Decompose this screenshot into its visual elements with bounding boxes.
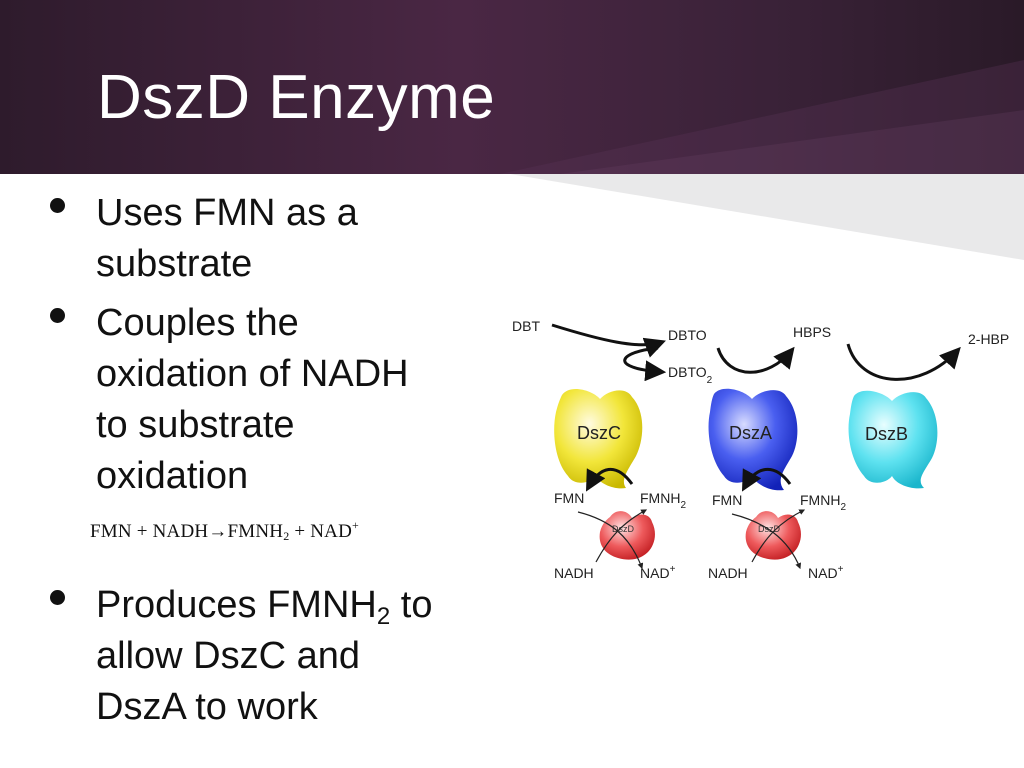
dszb-enzyme-shape (848, 390, 938, 489)
arrow-dbto2-to-hbps (716, 346, 795, 374)
arrow-dbt-to-dbto (551, 323, 666, 358)
label-dbto2: DBTO2 (668, 364, 713, 386)
bullet-text: Uses FMN as a (96, 192, 358, 234)
dsz-pathway-diagram: DBT DBTO DBTO2 HBPS 2-HBP DszC DszA DszB… (500, 300, 1020, 600)
dszd-enzyme-shape-left (599, 511, 655, 560)
dsza-label: DszA (729, 423, 772, 443)
bullet-dot-icon (50, 198, 65, 213)
bullet-text: substrate (96, 243, 253, 285)
arrow-fmn-to-fmnh2-right (751, 509, 806, 563)
arrow-fmn-to-fmnh2-left (595, 509, 648, 563)
title-band-sheen (500, 60, 1024, 174)
bullet-text: Couples the (96, 302, 299, 344)
label-fmnh2-right: FMNH2 (800, 492, 846, 513)
slide-title: DszD Enzyme (97, 63, 496, 132)
bullet-list: Uses FMN as a substrate Couples the oxid… (48, 188, 488, 741)
bullet-item: Uses FMN as a substrate (48, 188, 488, 290)
label-fmn-left: FMN (554, 490, 584, 506)
bullet-text: Produces FMNH (96, 584, 377, 626)
dsza-enzyme-shape (708, 388, 798, 491)
equation-arrow-icon: → (208, 521, 228, 542)
dszd-label-left: DszD (612, 524, 634, 534)
arrow-fmnh2-to-fmn-left (585, 467, 634, 492)
equation-product: FMNH (227, 521, 284, 542)
bullet-dot-icon (50, 308, 65, 323)
equation-subscript: 2 (283, 529, 290, 543)
bullet-subscript: 2 (376, 603, 391, 630)
dszb-label: DszB (865, 424, 908, 444)
dszd-enzyme-shape-right (745, 511, 801, 560)
dszc-enzyme-shape (554, 389, 643, 489)
label-dbto: DBTO (668, 327, 707, 343)
equation-reactants: FMN + NADH (90, 521, 209, 542)
arrow-fmnh2-to-fmn-right (741, 467, 792, 492)
bullet-item: Couples the oxidation of NADH to substra… (48, 298, 488, 502)
reaction-equation: FMN + NADH→FMNH2 + NAD+ (90, 518, 359, 544)
equation-superscript: + (352, 518, 359, 532)
arrow-nadh-to-nad-right (731, 513, 801, 570)
label-fmnh2-left: FMNH2 (640, 490, 686, 511)
label-dbto2-sub: 2 (707, 375, 713, 386)
equation-nad: + NAD (289, 521, 353, 542)
decorative-wedge (510, 174, 1024, 260)
label-hbps: HBPS (793, 324, 831, 340)
bullet-text: DszA to work (96, 686, 318, 728)
label-fmn-right: FMN (712, 492, 742, 508)
bullet-text: allow DszC and (96, 635, 360, 677)
label-2-hbp: 2-HBP (968, 331, 1009, 347)
label-nad-right: NAD+ (808, 564, 844, 581)
label-dbto2-text: DBTO (668, 364, 707, 380)
bullet-text: to substrate (96, 404, 295, 446)
bullet-text: to (390, 584, 433, 626)
label-nadh-right: NADH (708, 565, 748, 581)
label-dbt: DBT (512, 318, 540, 334)
bullet-dot-icon (50, 590, 65, 605)
label-nad-left: NAD+ (640, 564, 676, 581)
arrow-hbps-to-2hbp (846, 343, 961, 381)
bullet-item: Produces FMNH2 to allow DszC and DszA to… (48, 580, 488, 733)
bullet-text: oxidation of NADH (96, 353, 409, 395)
dszd-label-right: DszD (758, 524, 780, 534)
bullet-text: oxidation (96, 455, 249, 497)
dszc-label: DszC (577, 423, 621, 443)
arrow-dbto-to-dbto2 (623, 346, 667, 382)
title-band: DszD Enzyme (0, 0, 1024, 174)
label-nadh-left: NADH (554, 565, 594, 581)
